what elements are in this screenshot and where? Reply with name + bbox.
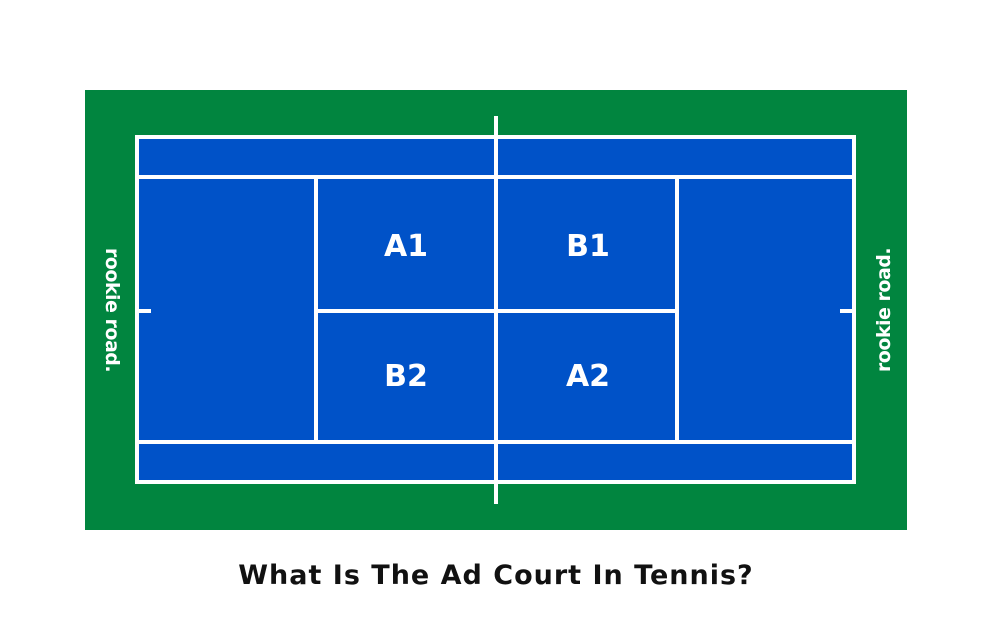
zone-label-a2: A2	[565, 359, 611, 394]
zone-label-a1: A1	[383, 229, 429, 264]
caption-title: What Is The Ad Court In Tennis?	[238, 560, 754, 591]
zone-label-b1: B1	[566, 229, 610, 264]
zone-label-b2: B2	[384, 359, 428, 394]
rookie-road-logo-left: rookie road.	[101, 247, 123, 373]
rookie-road-logo-right: rookie road.	[873, 247, 895, 373]
